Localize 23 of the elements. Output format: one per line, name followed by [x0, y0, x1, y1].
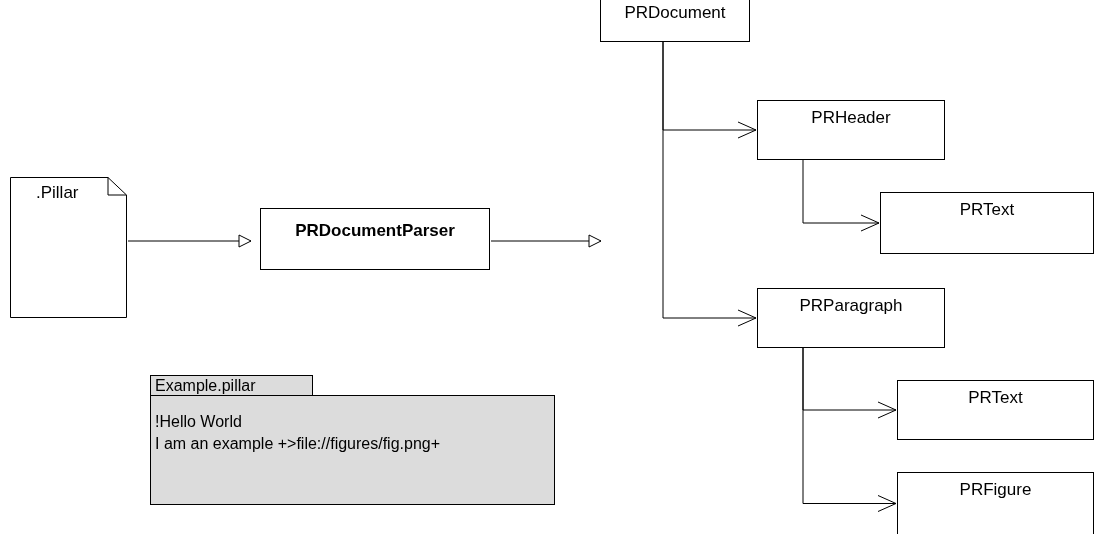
class-name: PRText [968, 387, 1023, 409]
triangle-arrow [490, 234, 602, 248]
class-box [880, 192, 1094, 254]
triangle-arrow [127, 234, 252, 248]
arrow [662, 41, 757, 327]
note-text-line: !Hello World [155, 412, 242, 432]
class-box [757, 100, 945, 160]
arrow [802, 159, 880, 232]
class-name: PRHeader [811, 107, 891, 129]
class-box [600, 0, 750, 42]
class-box [757, 288, 945, 348]
file-name: .Pillar [36, 182, 79, 204]
note-tab: Example.pillar [150, 375, 313, 396]
note-text-line: I am an example +>file://figures/fig.png+ [155, 434, 441, 454]
class-box [897, 380, 1094, 440]
class-name: PRDocumentParser [295, 220, 455, 242]
arrow [802, 347, 897, 512]
class-box [897, 472, 1094, 534]
class-box [260, 208, 490, 270]
class-name: PRFigure [959, 479, 1032, 501]
class-name: PRDocument [624, 2, 726, 24]
class-name: PRText [959, 199, 1015, 221]
class-name: PRParagraph [799, 295, 903, 317]
